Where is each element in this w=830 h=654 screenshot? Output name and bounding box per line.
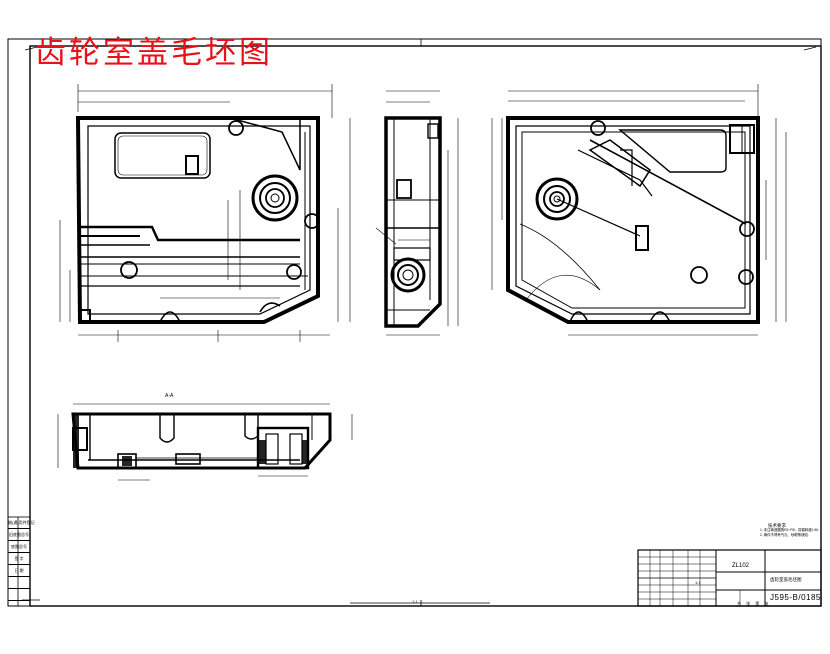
center-marks bbox=[350, 39, 490, 606]
registry-cell bbox=[8, 577, 30, 589]
bottom-center-mark: 1:1 bbox=[412, 599, 418, 604]
side-view bbox=[384, 116, 442, 328]
registry-cell: 底图总号 bbox=[8, 541, 30, 553]
section-hatching bbox=[73, 414, 308, 468]
registry-cell: 日 期 bbox=[8, 565, 30, 577]
section-view bbox=[71, 412, 332, 470]
front-dimensions bbox=[59, 84, 351, 342]
tech-note-line: 1. 未注铸造圆角R3~R5，拔模斜度1:50. bbox=[760, 528, 820, 532]
drawing-number: J595-B/0185 bbox=[770, 593, 821, 602]
registry-cell: 签 字 bbox=[8, 553, 30, 565]
section-label: A-A bbox=[165, 393, 174, 399]
sheet-info: 共 张 第 张 bbox=[737, 601, 771, 606]
registry-cell: 旧底图总号 bbox=[8, 529, 30, 541]
left-registry-table: 借(通)用件登记 旧底图总号 底图总号 签 字 日 期 bbox=[8, 517, 35, 601]
left-registry-grid bbox=[7, 516, 31, 607]
rear-view bbox=[506, 116, 760, 324]
tech-note-line: 2. 铸件不得有气孔、砂眼等缺陷. bbox=[760, 533, 809, 537]
side-dimensions bbox=[375, 90, 459, 336]
scale-label: 1:1 bbox=[695, 580, 701, 585]
tech-notes: 技术要求 1. 未注铸造圆角R3~R5，拔模斜度1:50. 2. 铸件不得有气孔… bbox=[760, 523, 820, 538]
rear-dimensions bbox=[491, 84, 787, 336]
tech-notes-heading: 技术要求 bbox=[768, 523, 786, 528]
part-name: 齿轮室盖毛坯图 bbox=[770, 577, 802, 582]
inner-frame bbox=[29, 45, 822, 607]
registry-cell: 借(通)用件登记 bbox=[8, 517, 35, 529]
title-block-grid bbox=[637, 549, 822, 607]
material-code: ZL102 bbox=[732, 563, 750, 569]
drawing-title: 齿轮室盖毛坯图 bbox=[35, 35, 273, 71]
registry-cell bbox=[8, 589, 30, 601]
section-dimensions bbox=[57, 403, 353, 481]
front-view bbox=[75, 116, 320, 324]
